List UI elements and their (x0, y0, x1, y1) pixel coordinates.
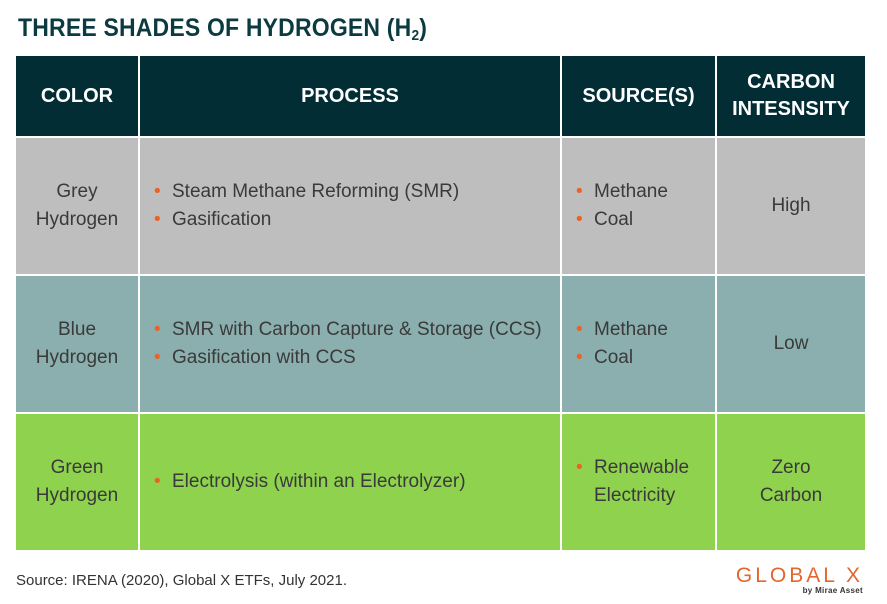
list-item: •Methane (576, 319, 668, 340)
logo-wordmark: GLOBAL X (735, 564, 863, 587)
list-item: •Steam Methane Reforming (SMR) (154, 181, 460, 202)
table-header-row: COLOR PROCESS SOURCE(S) CARBON INTESNSIT… (16, 56, 865, 136)
process-cell: •Electrolysis (within an Electrolyzer) (140, 414, 560, 550)
header-process: PROCESS (140, 56, 560, 136)
page-title: THREE SHADES OF HYDROGEN (H2) (18, 14, 428, 44)
table-row: Green Hydrogen •Electrolysis (within an … (16, 414, 865, 550)
process-cell: •SMR with Carbon Capture & Storage (CCS)… (140, 276, 560, 412)
header-color: COLOR (16, 56, 138, 136)
sources-cell: •Renewable Electricity (562, 414, 715, 550)
list-item: •Coal (576, 209, 634, 230)
color-cell: Green Hydrogen (16, 414, 138, 550)
sources-cell: •Methane •Coal (562, 138, 715, 274)
global-x-logo: GLOBAL X by Mirae Asset (736, 564, 863, 595)
list-item: •Gasification with CCS (154, 347, 356, 368)
header-sources: SOURCE(S) (562, 56, 715, 136)
header-carbon-intensity: CARBON INTESNSITY (717, 56, 865, 136)
list-item: •Gasification (154, 209, 272, 230)
sources-cell: •Methane •Coal (562, 276, 715, 412)
list-item: •Renewable Electricity (576, 457, 690, 506)
hydrogen-table: COLOR PROCESS SOURCE(S) CARBON INTESNSIT… (14, 54, 867, 552)
intensity-cell: High (717, 138, 865, 274)
intensity-cell: Low (717, 276, 865, 412)
color-cell: Grey Hydrogen (16, 138, 138, 274)
list-item: •Electrolysis (within an Electrolyzer) (154, 471, 466, 492)
list-item: •Coal (576, 347, 634, 368)
table-row: Blue Hydrogen •SMR with Carbon Capture &… (16, 276, 865, 412)
table-row: Grey Hydrogen •Steam Methane Reforming (… (16, 138, 865, 274)
logo-tagline: by Mirae Asset (802, 586, 863, 595)
list-item: •Methane (576, 181, 668, 202)
list-item: •SMR with Carbon Capture & Storage (CCS) (154, 319, 542, 340)
source-note: Source: IRENA (2020), Global X ETFs, Jul… (16, 572, 347, 589)
intensity-cell: Zero Carbon (717, 414, 865, 550)
process-cell: •Steam Methane Reforming (SMR) •Gasifica… (140, 138, 560, 274)
color-cell: Blue Hydrogen (16, 276, 138, 412)
